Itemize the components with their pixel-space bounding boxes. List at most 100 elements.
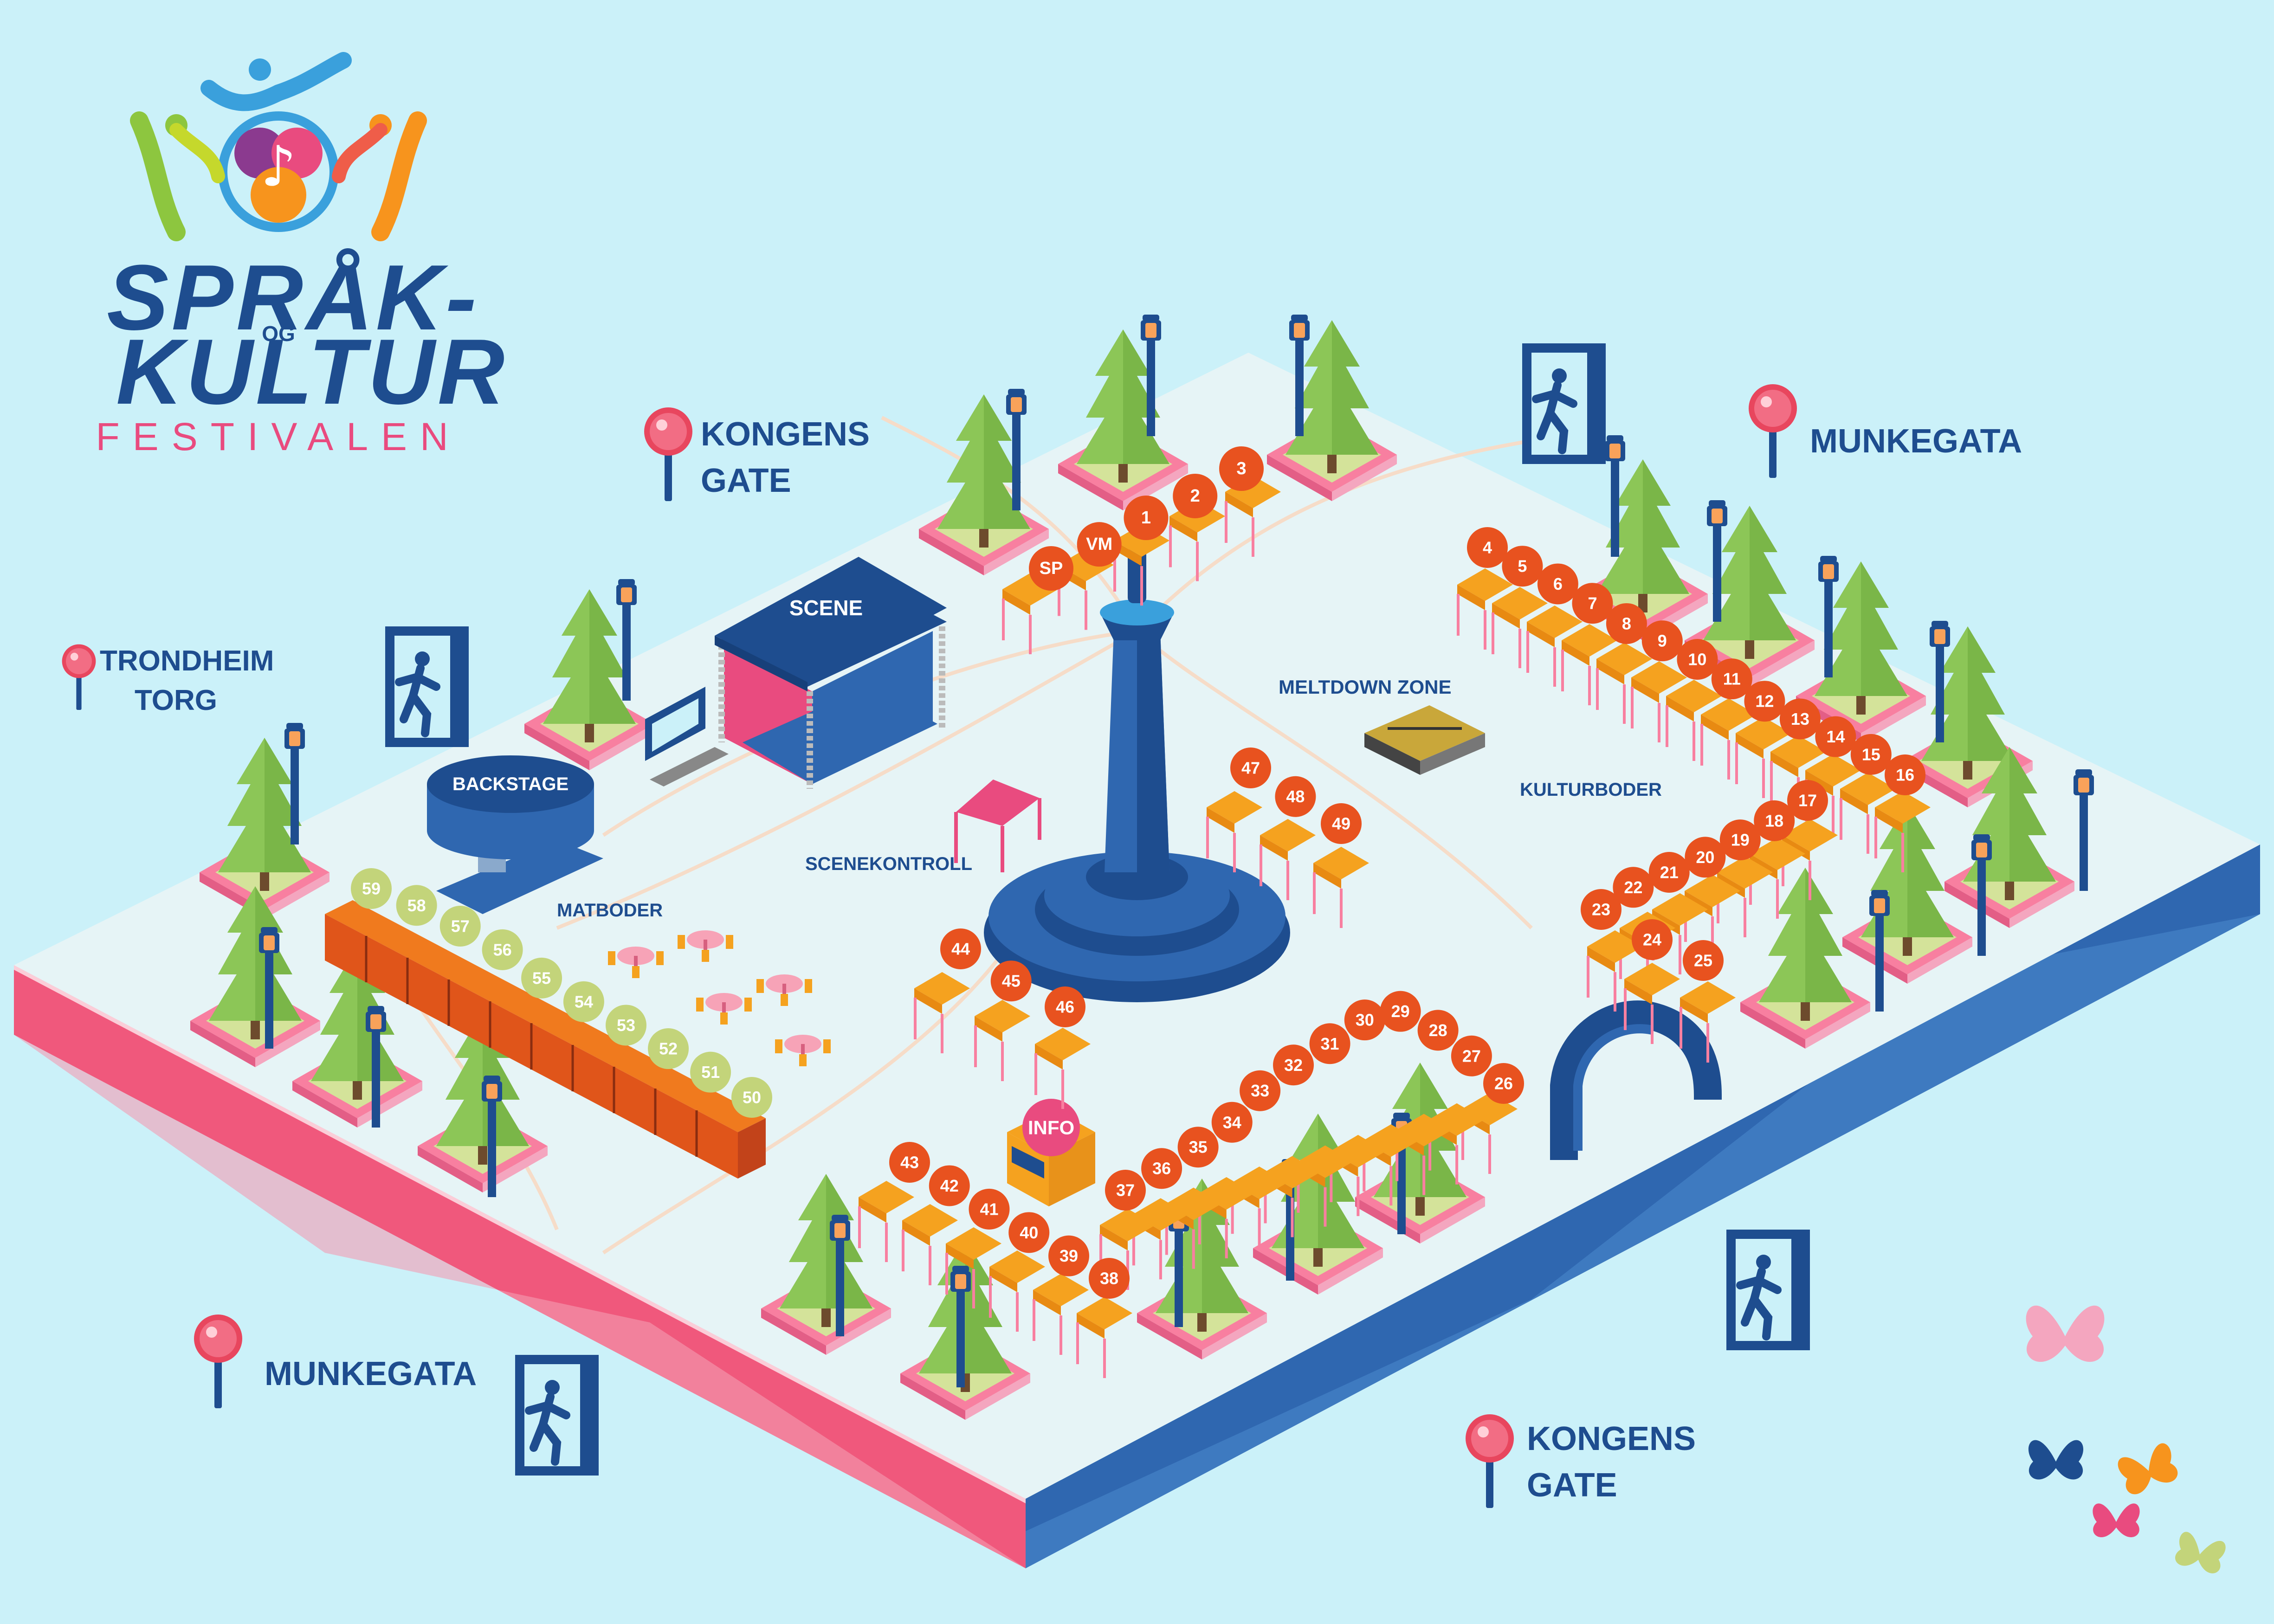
booth-badge[interactable]: 38 — [1089, 1258, 1130, 1299]
booth-tent[interactable] — [1596, 643, 1652, 724]
booth-badge[interactable]: 41 — [969, 1188, 1010, 1230]
booth-badge[interactable]: 44 — [940, 928, 981, 969]
street-marker-kongens-gate-bottom[interactable]: KONGENS GATE — [1466, 1414, 1696, 1508]
booth-badge[interactable]: 50 — [731, 1077, 772, 1118]
booth-badge[interactable]: 35 — [1177, 1127, 1219, 1168]
booth-badge[interactable]: 1 — [1124, 496, 1169, 541]
booth-tent[interactable] — [1666, 680, 1722, 761]
booth-badge[interactable]: 16 — [1885, 754, 1925, 795]
booth-badge[interactable]: 19 — [1719, 819, 1761, 861]
booth-badge[interactable]: 8 — [1606, 603, 1647, 644]
booth-badge[interactable]: 10 — [1677, 638, 1718, 680]
booth-tent[interactable] — [1526, 606, 1583, 687]
booth-tent[interactable] — [1749, 838, 1805, 919]
booth-badge[interactable]: 37 — [1105, 1170, 1146, 1211]
booth-badge[interactable]: 22 — [1613, 867, 1654, 908]
food-stall-counter[interactable] — [325, 900, 766, 1179]
info-booth[interactable]: INFO — [1007, 1099, 1095, 1206]
booth-badge[interactable]: 11 — [1711, 658, 1752, 700]
booth-badge[interactable]: 32 — [1273, 1044, 1314, 1086]
booth-badge[interactable]: 42 — [929, 1165, 970, 1206]
booth-badge[interactable]: 2 — [1173, 473, 1218, 518]
booth-tent[interactable] — [1561, 624, 1617, 705]
booth-tent[interactable] — [1874, 791, 1931, 872]
street-marker-kongens-gate-top[interactable]: KONGENS GATE — [644, 407, 870, 501]
booth-tent[interactable] — [1735, 717, 1791, 798]
exit-icon[interactable] — [1726, 1230, 1810, 1350]
booth-badge[interactable]: 21 — [1648, 851, 1690, 893]
booth-badge[interactable]: 43 — [889, 1142, 930, 1183]
scenekontroll-tent[interactable]: SCENEKONTROLL — [805, 780, 1041, 874]
booth-tent[interactable] — [1782, 819, 1838, 900]
booth-tent[interactable] — [1631, 661, 1687, 742]
booth-badge[interactable]: 25 — [1683, 940, 1724, 981]
booth-tent[interactable] — [1206, 791, 1262, 872]
booth-badge[interactable]: 12 — [1744, 681, 1785, 722]
booth-badge[interactable]: 57 — [439, 905, 481, 947]
booth-tent[interactable] — [1587, 930, 1643, 1012]
booth-tent[interactable] — [1260, 819, 1316, 900]
booth-badge[interactable]: 29 — [1380, 991, 1421, 1032]
meltdown-zone[interactable]: MELTDOWN ZONE — [1279, 676, 1485, 775]
booth-badge[interactable]: 9 — [1641, 620, 1683, 662]
booth-badge[interactable]: 20 — [1685, 837, 1726, 878]
booth-tent[interactable] — [1680, 981, 1736, 1063]
booth-badge[interactable]: 33 — [1240, 1070, 1281, 1111]
booth-tent[interactable] — [914, 972, 970, 1053]
booth-badge[interactable]: 52 — [648, 1028, 689, 1070]
street-marker-munkegata-top[interactable]: MUNKEGATA — [1749, 384, 2022, 478]
street-marker-trondheim-torg[interactable]: TRONDHEIM TORG — [62, 644, 274, 716]
booth-badge[interactable]: 30 — [1344, 999, 1385, 1041]
booth-badge[interactable]: 4 — [1467, 527, 1508, 568]
booth-tent[interactable] — [974, 1000, 1030, 1081]
booth-badge[interactable]: 15 — [1850, 734, 1892, 775]
booth-badge[interactable]: 55 — [521, 957, 562, 999]
booth-badge[interactable]: 13 — [1779, 698, 1821, 740]
booth-tent[interactable] — [989, 1250, 1045, 1332]
booth-tent[interactable] — [1076, 1297, 1132, 1378]
booth-badge[interactable]: 51 — [690, 1051, 731, 1093]
booth-badge[interactable]: 7 — [1572, 583, 1613, 624]
exit-icon[interactable] — [385, 626, 469, 747]
booth-badge[interactable]: 23 — [1581, 889, 1622, 930]
booth-badge[interactable]: 54 — [563, 981, 604, 1022]
exit-icon[interactable] — [515, 1355, 599, 1476]
booth-badge[interactable]: 34 — [1211, 1102, 1253, 1143]
booth-badge[interactable]: 17 — [1787, 780, 1828, 821]
booth-badge[interactable]: 3 — [1219, 446, 1264, 491]
booth-tent[interactable] — [1700, 698, 1757, 780]
backstage[interactable]: BACKSTAGE — [427, 755, 603, 914]
scene-stage[interactable]: SCENE — [715, 557, 947, 789]
booth-tent[interactable] — [858, 1181, 914, 1262]
booth-badge[interactable]: 59 — [351, 868, 392, 909]
booth-badge[interactable]: 56 — [482, 929, 523, 970]
booth-badge[interactable]: 46 — [1045, 986, 1085, 1027]
booth-tent[interactable] — [1033, 1274, 1089, 1355]
booth-badge[interactable]: 14 — [1815, 716, 1856, 757]
booth-badge[interactable]: 53 — [605, 1005, 646, 1046]
booth-tent[interactable] — [1624, 963, 1680, 1044]
booth-badge[interactable]: SP — [1029, 546, 1073, 591]
booth-badge[interactable]: 6 — [1537, 563, 1578, 605]
booth-badge[interactable]: 26 — [1483, 1063, 1524, 1104]
booth-tent[interactable] — [1099, 1209, 1156, 1290]
booth-badge[interactable]: 58 — [396, 885, 437, 926]
booth-tent[interactable] — [1313, 847, 1369, 928]
booth-badge[interactable]: 47 — [1230, 748, 1271, 788]
booth-badge[interactable]: 5 — [1502, 546, 1543, 587]
booth-tent[interactable] — [1840, 773, 1896, 854]
street-marker-munkegata-bottom[interactable]: MUNKEGATA — [194, 1315, 477, 1408]
booth-tent[interactable] — [1457, 568, 1513, 650]
booth-badge[interactable]: VM — [1077, 522, 1122, 567]
booth-tent[interactable] — [1034, 1028, 1091, 1109]
booth-tent[interactable] — [945, 1227, 1001, 1308]
booth-badge[interactable]: 27 — [1451, 1035, 1492, 1076]
booth-badge[interactable]: 39 — [1048, 1235, 1090, 1276]
booth-badge[interactable]: 18 — [1754, 800, 1795, 841]
booth-badge[interactable]: 36 — [1141, 1148, 1182, 1189]
booth-badge[interactable]: 40 — [1008, 1212, 1050, 1253]
booth-badge[interactable]: 49 — [1321, 803, 1362, 844]
booth-tent[interactable] — [902, 1204, 958, 1285]
booth-badge[interactable]: 45 — [990, 960, 1032, 1002]
booth-badge[interactable]: 28 — [1417, 1010, 1459, 1051]
